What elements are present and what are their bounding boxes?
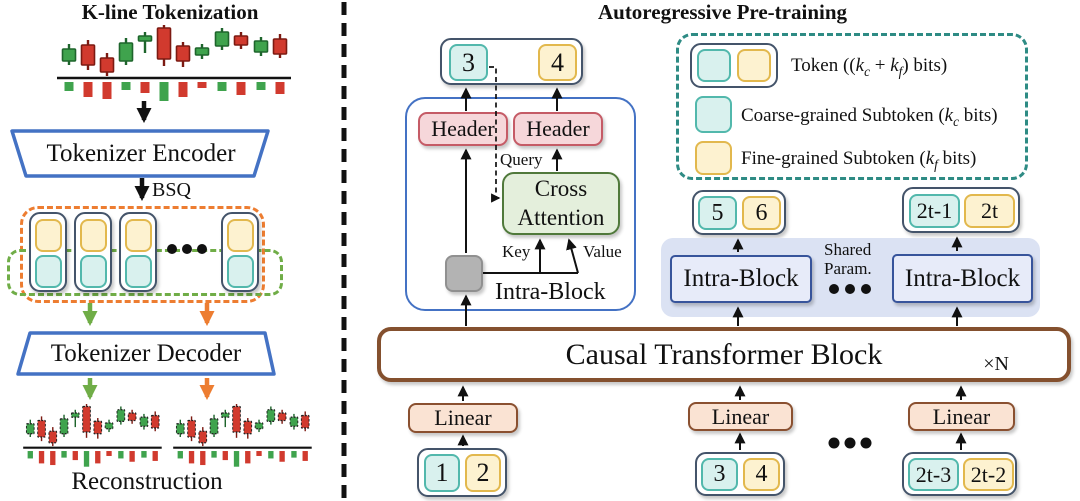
hidden-state-box (445, 255, 483, 292)
coarse-subtoken-icon (227, 255, 254, 288)
coarse-subtoken: 2t-1 (909, 194, 960, 228)
cross-attention-box: Cross Attention (502, 172, 620, 235)
coarse-subtoken-icon (35, 255, 62, 288)
fine-subtoken-icon (125, 219, 152, 252)
coarse-subtoken-icon (695, 96, 732, 133)
shared-param-label: Shared Param. (824, 240, 886, 278)
tokenizer-decoder-shape (16, 331, 276, 376)
fine-subtoken: 4 (743, 458, 780, 491)
bsq-label: BSQ (152, 179, 191, 201)
right-panel-title: Autoregressive Pre-training (597, 0, 848, 24)
token-pair-3-4: 3 4 (695, 452, 785, 496)
linear-box-2: Linear (688, 402, 793, 431)
intra-block-detail-label: Intra-Block (495, 279, 606, 305)
vertical-token-n (221, 212, 259, 292)
token-pair-icon (690, 43, 778, 88)
fine-subtoken-icon (695, 141, 732, 175)
coarse-subtoken: 1 (424, 454, 460, 492)
reconstruction-label: Reconstruction (71, 468, 223, 495)
ellipsis-dots (828, 437, 872, 449)
causal-transformer-label: Causal Transformer Block (565, 337, 883, 371)
tokenizer-decoder-label: Tokenizer Decoder (50, 340, 242, 367)
fine-subtoken: 6 (742, 196, 781, 230)
linear-box-1: Linear (408, 403, 518, 433)
header-box-left: Header (418, 112, 508, 146)
coarse-subtoken: 2t-3 (908, 458, 959, 491)
fine-subtoken: 2 (465, 454, 501, 492)
token-pair-2t1-2t: 2t-1 2t (902, 187, 1020, 233)
vertical-token-1 (29, 212, 67, 292)
reconstruction-chart-2 (173, 404, 312, 467)
coarse-subtoken-icon (80, 255, 107, 288)
token-pair-1-2: 1 2 (417, 448, 507, 497)
legend: Token ((kc + kf) bits) Coarse-grained Su… (676, 33, 1028, 180)
fine-subtoken-icon (737, 49, 771, 82)
fine-subtoken-icon (35, 219, 62, 252)
token-pair-2t3-2t2: 2t-3 2t-2 (902, 452, 1017, 496)
output-token-pair: 3 4 (440, 38, 583, 85)
legend-item-token-label: Token ((kc + kf) bits) (791, 55, 948, 79)
repeat-n-label: ×N (983, 353, 1009, 375)
coarse-subtoken: 5 (698, 196, 737, 230)
coarse-subtoken-icon (697, 49, 731, 82)
shared-param-line1: Shared (824, 240, 872, 259)
legend-item-fine-label: Fine-grained Subtoken (kf bits) (741, 148, 977, 172)
fine-subtoken-icon (80, 219, 107, 252)
tokenizer-encoder-shape (10, 129, 270, 178)
vertical-token-2 (74, 212, 112, 292)
token-group-orange-dashed (20, 206, 265, 303)
legend-item-coarse-label: Coarse-grained Subtoken (kc bits) (741, 105, 998, 129)
fine-subtoken: 2t (964, 194, 1015, 228)
kline-chart (57, 25, 291, 101)
reconstruction-chart-1 (23, 404, 162, 467)
left-panel-title: K-line Tokenization (81, 0, 259, 24)
value-label: Value (583, 242, 622, 261)
causal-transformer-block: Causal Transformer Block ×N (377, 327, 1071, 382)
coarse-subtoken: 3 (701, 458, 738, 491)
vertical-token-3 (119, 212, 157, 292)
linear-box-3: Linear (908, 402, 1015, 431)
query-label: Query (500, 150, 543, 169)
key-label: Key (502, 242, 531, 261)
intra-block-right: Intra-Block (892, 254, 1033, 303)
fine-subtoken: 2t-2 (963, 458, 1014, 491)
header-box-right: Header (513, 112, 603, 146)
coarse-subtoken-icon (125, 255, 152, 288)
intra-block-left: Intra-Block (670, 255, 812, 303)
fine-subtoken-icon (227, 219, 254, 252)
shared-param-line2: Param. (824, 258, 872, 278)
fine-subtoken: 4 (538, 44, 577, 81)
tokenizer-encoder-label: Tokenizer Encoder (46, 140, 236, 167)
token-pair-5-6: 5 6 (692, 190, 786, 235)
coarse-subtoken: 3 (449, 44, 488, 81)
